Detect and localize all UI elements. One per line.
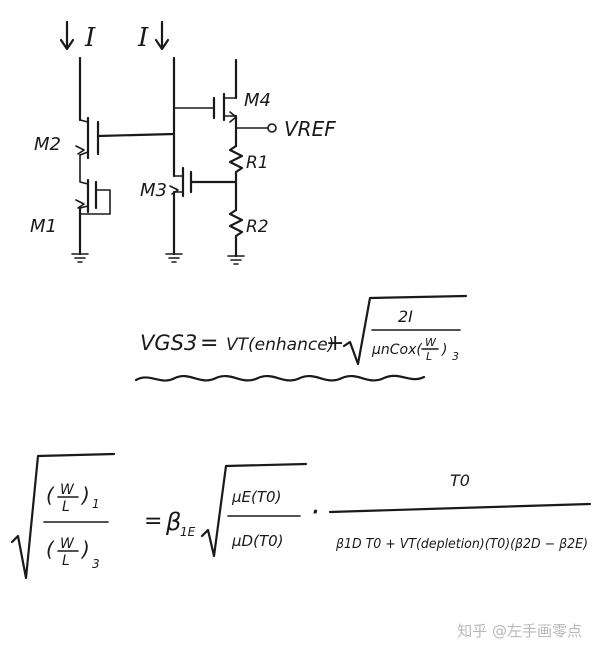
eq1-radical — [342, 294, 468, 366]
label-m4: M4 — [244, 90, 271, 111]
eq2-mu-den: μD(T0) — [231, 532, 284, 550]
eq1-den-w: W — [425, 336, 437, 349]
eq2-left-open3: ( — [46, 537, 55, 561]
label-m3: M3 — [140, 180, 167, 201]
current-label-right: I — [137, 23, 149, 53]
equation-vgs3: VGS3 = VT(enhance) + 2I μnCox( W L ) 3 — [134, 294, 468, 382]
label-r2: R2 — [246, 217, 269, 237]
eq2-left-close3: ) — [80, 537, 90, 561]
eq1-den-l: L — [426, 350, 432, 363]
current-arrow-right — [154, 20, 170, 51]
ground-left — [71, 253, 89, 263]
eq2-dot: · — [310, 495, 320, 530]
current-arrow-left — [59, 20, 75, 51]
eq2-t0-numerator: T0 — [450, 471, 470, 490]
eq2-left-radical — [10, 452, 116, 580]
eq1-vt: VT(enhance) — [226, 335, 334, 355]
eq1-numerator: 2I — [398, 307, 413, 326]
eq2-left-close1: ) — [80, 483, 90, 507]
label-vref: VREF — [284, 117, 336, 141]
eq2-left-l1: L — [62, 499, 70, 515]
ground-right — [227, 255, 245, 265]
label-m1: M1 — [30, 216, 57, 237]
eq2-denominator: β1D T0 + VT(depletion)(T0)(β2D − β2E) — [335, 537, 588, 552]
eq1-lhs: VGS3 — [140, 331, 197, 355]
eq1-plus: + — [326, 331, 344, 356]
eq2-mid-radical — [200, 462, 308, 558]
eq1-den-b: ) — [441, 342, 447, 358]
eq2-left-w3: W — [60, 536, 75, 552]
eq2-left-l3: L — [62, 553, 70, 569]
eq2-left-sub1: 1 — [92, 497, 100, 511]
eq2-equals: = — [144, 509, 162, 534]
eq2-left-open1: ( — [46, 483, 55, 507]
label-m2: M2 — [34, 134, 61, 155]
watermark: 知乎 @左手画零点 — [457, 622, 582, 640]
ground-middle — [165, 253, 183, 263]
right-branch-wiring — [173, 58, 277, 258]
eq2-main-fraction-bar — [328, 502, 592, 514]
eq1-den-a: μnCox( — [371, 342, 422, 358]
eq2-left-w1: W — [60, 482, 75, 498]
eq1-wavy-underline — [134, 374, 426, 382]
current-label-left: I — [84, 23, 96, 53]
eq2-left-sub3: 3 — [92, 557, 100, 571]
eq1-equals: = — [200, 331, 218, 356]
label-r1: R1 — [246, 153, 269, 173]
eq2-mu-num: μE(T0) — [231, 488, 281, 506]
left-branch-wiring — [75, 56, 176, 256]
middle-branch-wiring — [169, 56, 238, 256]
equation-width-ratio: ( W L ) 1 ( W L ) 3 = β 1E μE(T0) μD(T0)… — [10, 452, 592, 580]
eq2-beta-sub: 1E — [180, 525, 196, 539]
eq1-den-sub: 3 — [452, 350, 459, 363]
eq2-beta: β — [165, 508, 181, 536]
